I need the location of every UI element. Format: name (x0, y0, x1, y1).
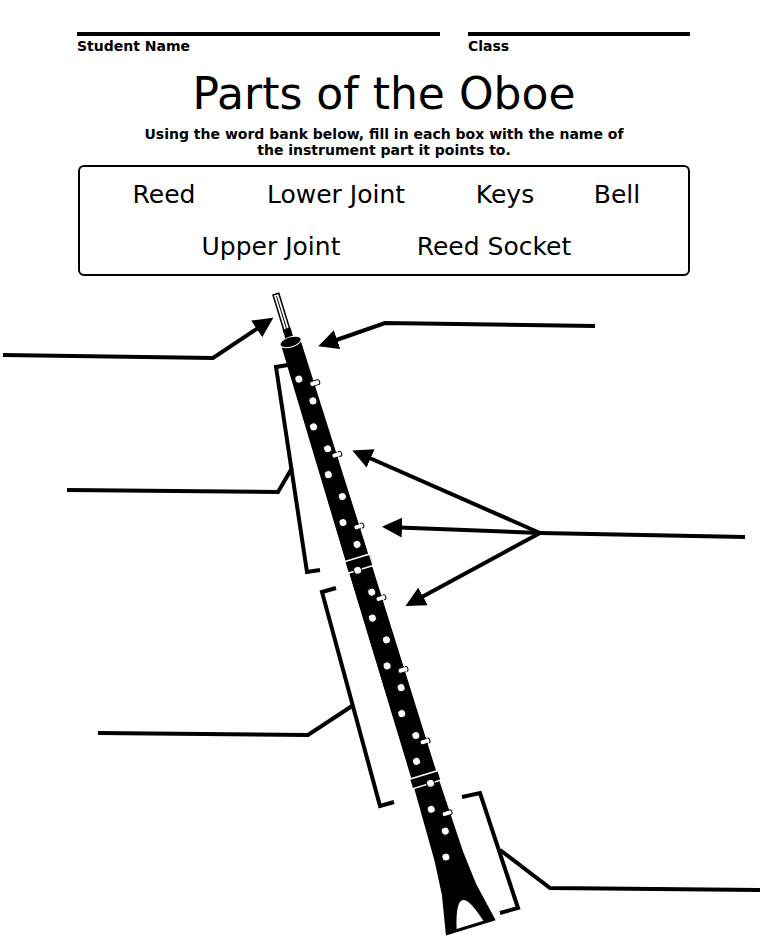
word-bank-term: Reed Socket (417, 232, 572, 261)
instructions: Using the word bank below, fill in each … (144, 126, 624, 158)
worksheet-title: Parts of the Oboe (0, 68, 768, 119)
word-bank-term: Reed (133, 180, 196, 209)
word-bank-term: Upper Joint (202, 232, 341, 261)
word-bank-term: Keys (476, 180, 534, 209)
field-label: Student Name (77, 38, 190, 54)
word-bank-box: Reed Lower Joint Keys BellUpper Joint Reed S… (78, 165, 690, 276)
word-bank-term: Lower Joint (267, 180, 405, 209)
field-label: Class (468, 38, 509, 54)
word-bank-term: Bell (594, 180, 640, 209)
